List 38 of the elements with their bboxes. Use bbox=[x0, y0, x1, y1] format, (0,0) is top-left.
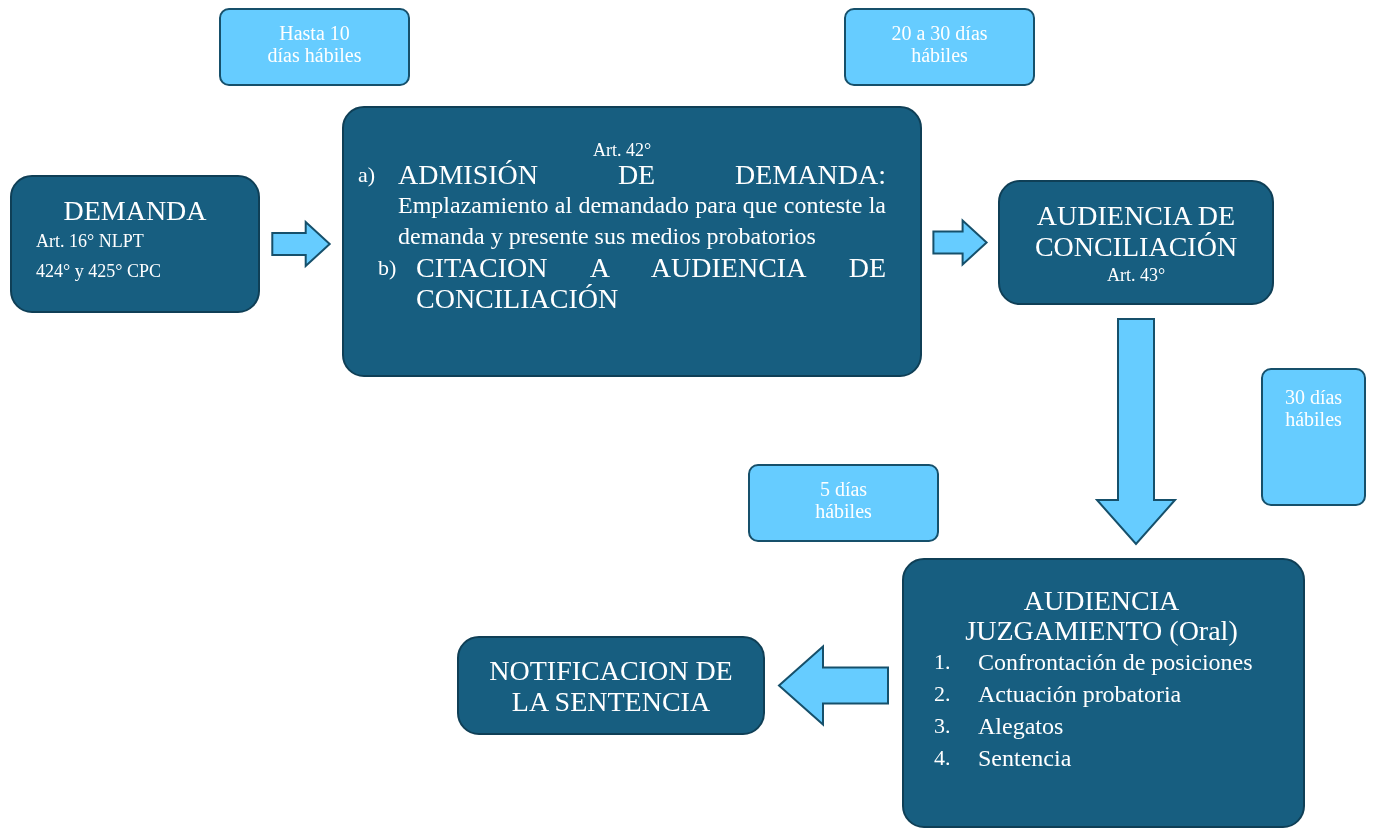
process-box bbox=[902, 558, 1305, 828]
duration-box bbox=[219, 8, 410, 86]
block-arrow bbox=[777, 644, 889, 727]
process-box bbox=[10, 175, 260, 313]
duration-box bbox=[844, 8, 1035, 86]
list-marker: 3. bbox=[934, 712, 952, 740]
article-text: Art. 42° bbox=[591, 140, 653, 160]
list-text: Actuación probatoria bbox=[978, 680, 1183, 709]
list-marker: a) bbox=[358, 161, 377, 189]
process-box bbox=[457, 636, 765, 735]
list-marker: b) bbox=[378, 254, 398, 282]
box-text: 424° y 425° CPC bbox=[36, 260, 162, 283]
process-box bbox=[998, 180, 1274, 305]
list-marker: 4. bbox=[934, 744, 952, 772]
block-arrow bbox=[1094, 318, 1178, 546]
list-text: Confrontación de posiciones bbox=[978, 648, 1254, 677]
list-text: Emplazamiento al demandado para que conteste la demanda y presente sus medios probatorios bbox=[398, 191, 886, 251]
list-text: Sentencia bbox=[978, 744, 1073, 773]
duration-text: 30 días hábiles bbox=[1283, 386, 1344, 430]
duration-text: 20 a 30 días hábiles bbox=[890, 22, 989, 66]
block-arrow bbox=[932, 218, 989, 267]
list-marker: 2. bbox=[934, 680, 952, 708]
box-text: AUDIENCIA DE CONCILIACIÓN bbox=[1033, 200, 1239, 262]
list-text: Alegatos bbox=[978, 712, 1065, 741]
box-heading: AUDIENCIA JUZGAMIENTO (Oral) bbox=[964, 586, 1239, 646]
list-heading: ADMISIÓN DE DEMANDA: bbox=[398, 160, 886, 190]
process-box bbox=[342, 106, 922, 377]
box-text: NOTIFICACION DE LA SENTENCIA bbox=[488, 655, 734, 717]
box-text: Art. 43° bbox=[1105, 264, 1167, 287]
duration-box bbox=[748, 464, 939, 542]
block-arrow bbox=[271, 219, 332, 269]
duration-box bbox=[1261, 368, 1366, 506]
box-text: DEMANDA bbox=[62, 195, 208, 226]
duration-text: 5 días hábiles bbox=[814, 478, 873, 522]
list-marker: 1. bbox=[934, 648, 952, 676]
box-text: Art. 16° NLPT bbox=[36, 230, 145, 253]
duration-text: Hasta 10 días hábiles bbox=[266, 22, 363, 66]
list-heading: CITACION A AUDIENCIA DE CONCILIACIÓN bbox=[416, 252, 886, 314]
